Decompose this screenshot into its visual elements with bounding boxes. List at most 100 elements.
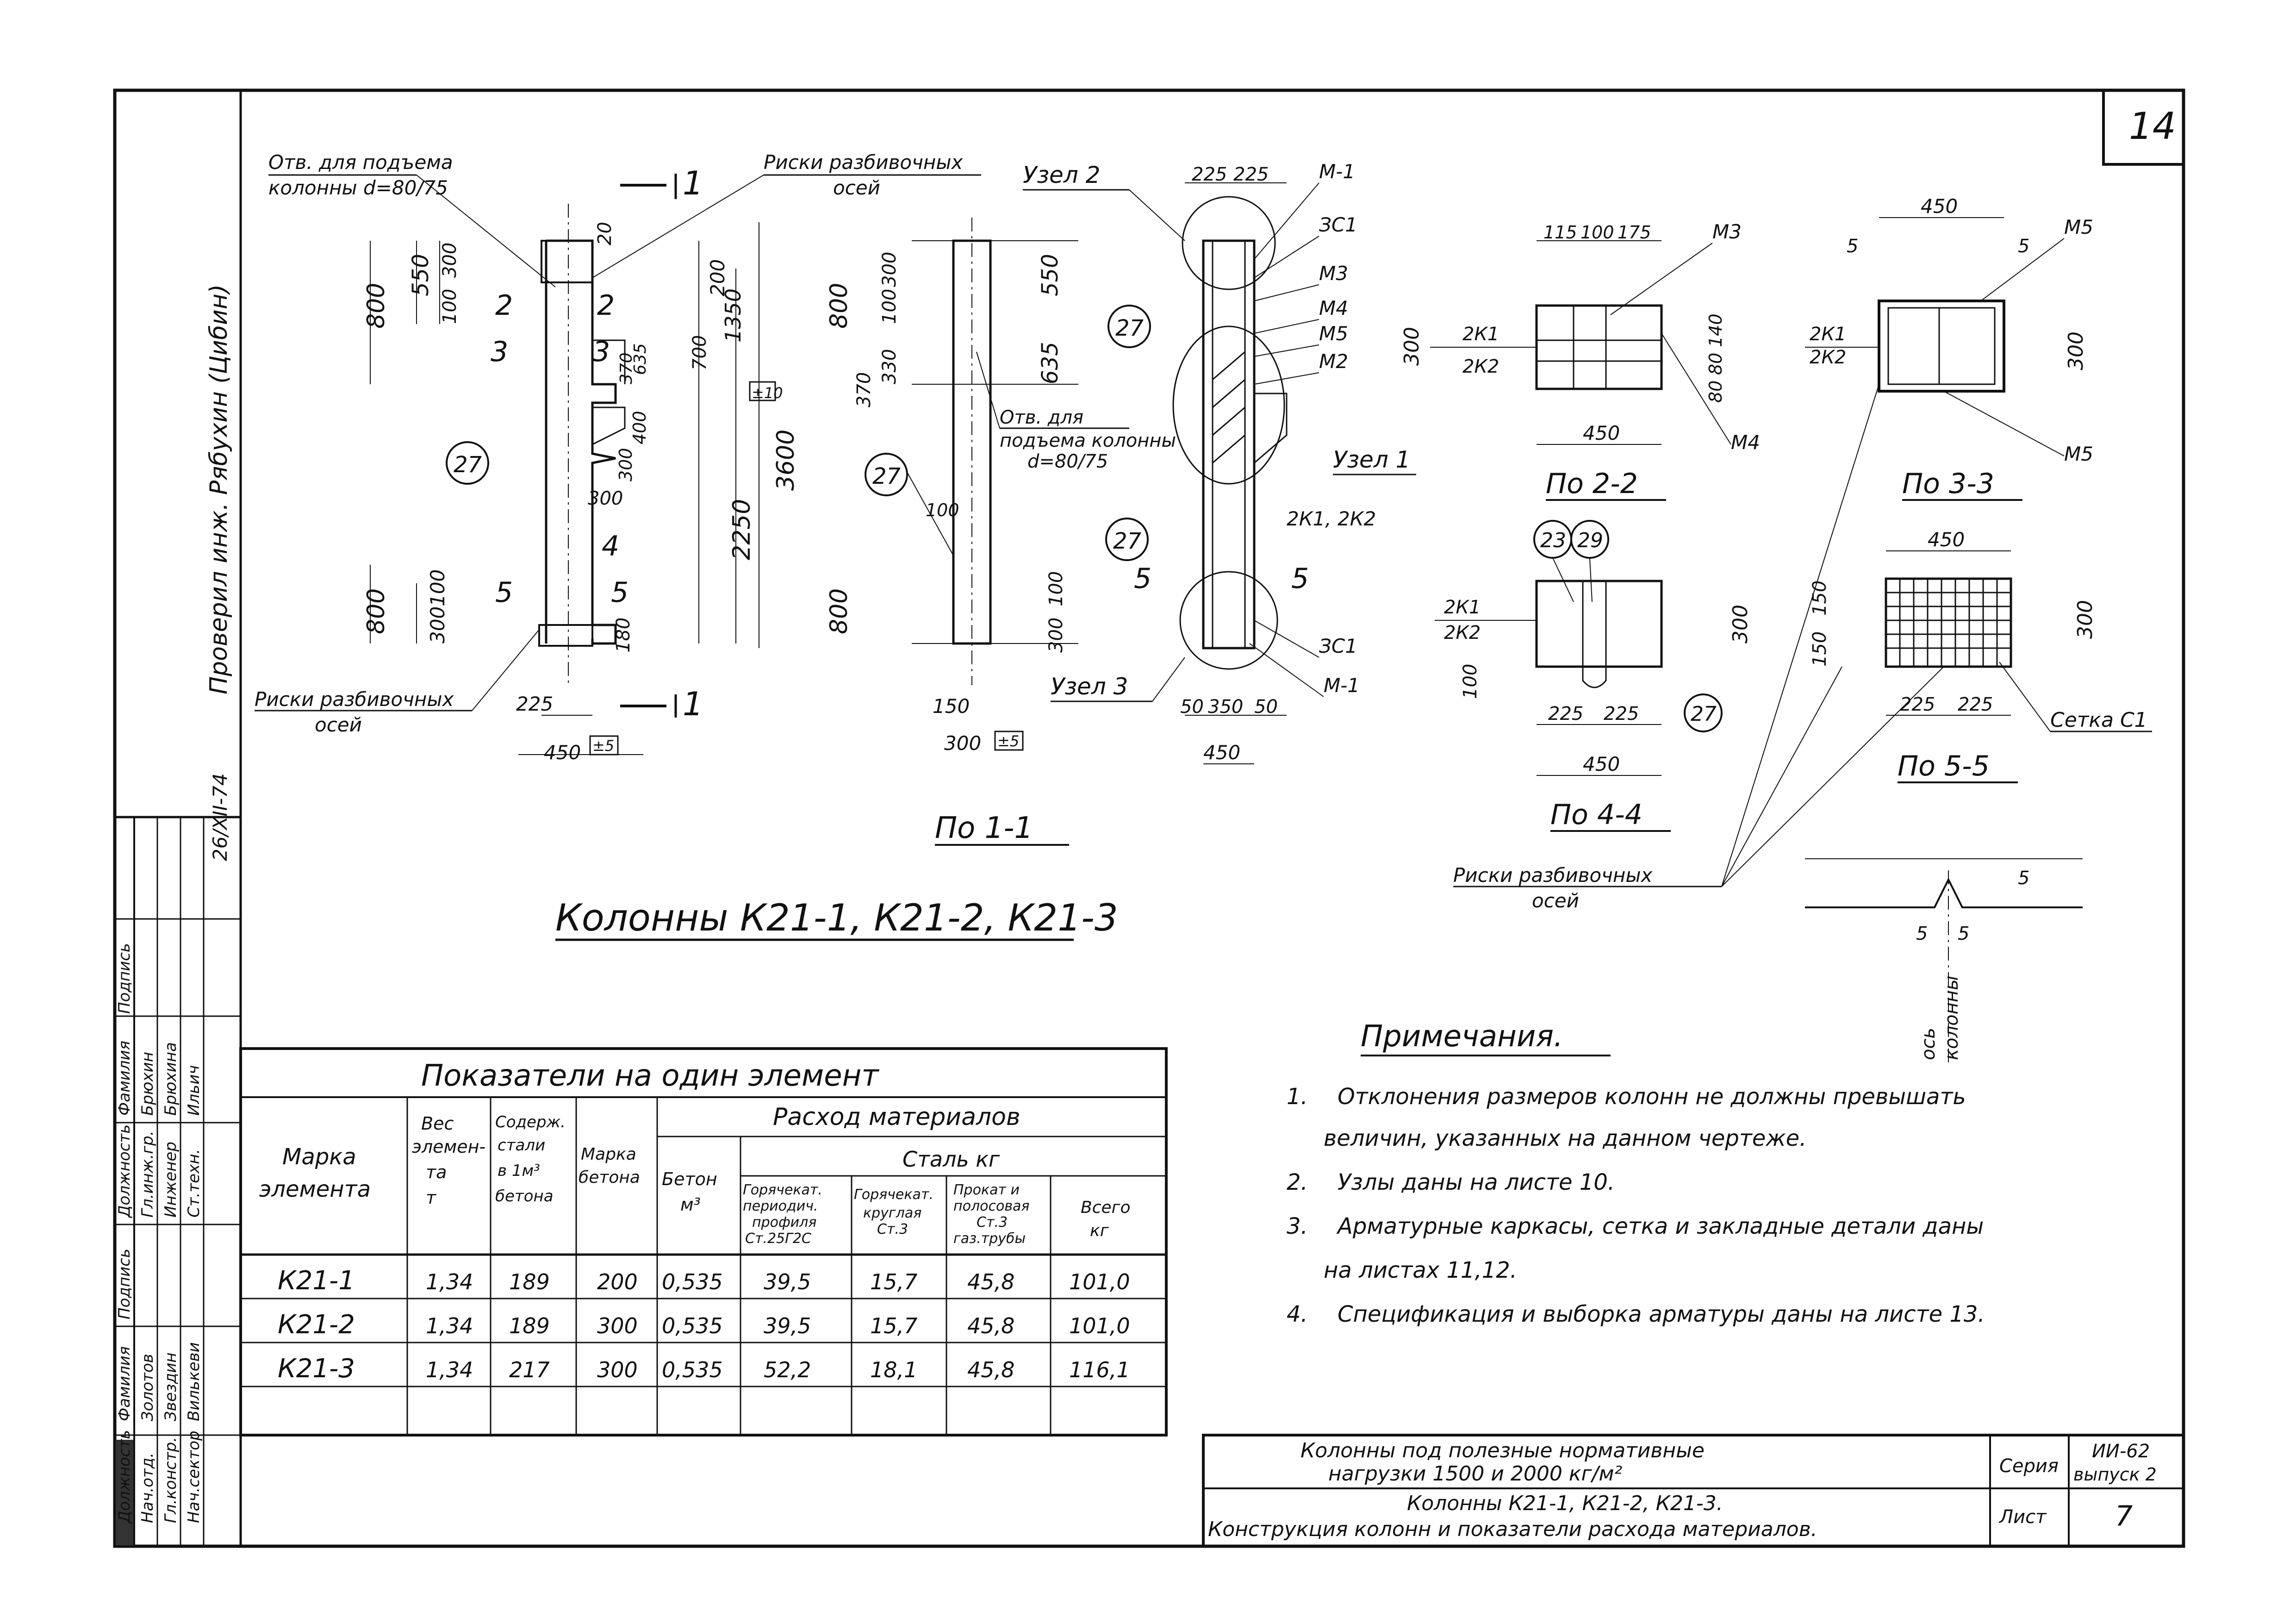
- dim: 2250: [728, 499, 756, 560]
- notes-title: Примечания.: [1361, 1019, 1563, 1054]
- dim: 5: [2018, 868, 2029, 889]
- tolerance-5: ±5: [592, 737, 614, 755]
- label-2k1-2k2: 2К1, 2К2: [1287, 507, 1376, 530]
- mesh-grid: [1886, 579, 2011, 667]
- dim: 5: [1916, 923, 1928, 944]
- label-marks-top-2: осей: [833, 176, 880, 199]
- cell-total: 116,1: [1069, 1357, 1130, 1382]
- note-num: 3.: [1287, 1213, 1308, 1239]
- dim: 150: [933, 695, 970, 718]
- label-2k1: 2К1: [1444, 597, 1481, 618]
- page-number: 14: [2129, 105, 2176, 148]
- section-mark-2-left: 2: [495, 289, 513, 322]
- callout-27: 27: [872, 463, 901, 489]
- note-text: Узлы даны на листе 10.: [1338, 1169, 1615, 1195]
- header-weight-1: Вес: [421, 1113, 454, 1134]
- cell-grade: 300: [597, 1313, 638, 1338]
- dim: 450: [544, 741, 581, 764]
- dim: 635: [1037, 342, 1063, 384]
- label-2k2: 2К2: [1462, 356, 1499, 377]
- cell-round: 15,7: [870, 1269, 917, 1294]
- header-periodic-1: Горячекат.: [743, 1182, 822, 1198]
- header-weight-2: элемен-: [412, 1137, 485, 1157]
- dim: 800: [362, 588, 390, 634]
- note-text: на листах 11,12.: [1324, 1257, 1517, 1283]
- dim: 100: [439, 289, 460, 324]
- checked-by-stamp: Проверил инж. Рябухин (Цибин): [205, 284, 233, 694]
- dim: 800: [362, 283, 390, 329]
- label-marks-2: осей: [1532, 889, 1579, 912]
- label-m4: М4: [1731, 431, 1760, 454]
- stamp-header-5: Фамилия: [115, 1041, 134, 1116]
- note-text: Спецификация и выборка арматуры даны на …: [1338, 1301, 1985, 1327]
- cell-periodic: 39,5: [764, 1313, 811, 1338]
- title-line-1: Колонны под полезные нормативные: [1300, 1439, 1705, 1462]
- callout-27: 27: [1691, 702, 1717, 726]
- table-row: К21-3 1,34 217 300 0,535 52,2 18,1 45,8 …: [278, 1354, 1130, 1384]
- dim: 3600: [772, 430, 800, 491]
- note-num: 1.: [1287, 1084, 1308, 1110]
- section-mark-2-right: 2: [597, 289, 615, 322]
- dim: 400: [629, 411, 650, 444]
- section-1-1: Узел 2 Узел 1 Узел 3 225 225 50 350 50 4…: [935, 160, 1416, 846]
- callout-29: 29: [1577, 529, 1603, 552]
- dim: 150: [1809, 581, 1830, 616]
- series-label: Серия: [1999, 1455, 2059, 1477]
- stamp-header-1: Должность: [115, 1430, 134, 1524]
- dim: 225: [1548, 703, 1583, 725]
- dim: 550: [1037, 254, 1063, 296]
- header-steel-content-3: в 1м³: [498, 1162, 540, 1180]
- label-m4: М4: [1319, 297, 1348, 319]
- stamp-cell: Ст.техн.: [185, 1149, 203, 1218]
- section-mark-5-right: 5: [611, 576, 628, 609]
- elevation-view: 1 1 2 2 3 3 4 5 5 800 550 100 300 20 200…: [255, 151, 981, 764]
- dim: 225: [1604, 703, 1639, 725]
- title-block: Колонны под полезные нормативные нагрузк…: [1202, 1434, 2185, 1548]
- series-value-1: ИИ-62: [2092, 1441, 2150, 1462]
- notes: Примечания. 1. Отклонения размеров колон…: [1287, 1019, 1985, 1327]
- cell-rolled: 45,8: [967, 1313, 1014, 1338]
- section-1-1-title: По 1-1: [935, 811, 1033, 845]
- dim: 200: [706, 259, 729, 296]
- section-5-5-title: По 5-5: [1898, 750, 1990, 782]
- dim: 100: [1460, 664, 1481, 699]
- dim: 800: [825, 283, 853, 329]
- cell-mark: К21-3: [278, 1354, 355, 1384]
- note-text: Отклонения размеров колонн не должны пре…: [1338, 1084, 1966, 1110]
- cell-periodic: 39,5: [764, 1269, 811, 1294]
- cell-steel-content: 189: [509, 1313, 550, 1338]
- dim: 5: [1958, 923, 1969, 944]
- label-2k1: 2К1: [1462, 324, 1499, 345]
- stamp-cell: Брюхина: [162, 1042, 180, 1116]
- stamp-cell: Инженер: [162, 1142, 180, 1218]
- dim: 450: [1921, 195, 1958, 218]
- header-grade-1: Марка: [581, 1145, 636, 1164]
- indicators-table: Показатели на один элемент Марка элемент…: [239, 1047, 1168, 1437]
- callout-23: 23: [1540, 529, 1566, 552]
- note-text: Арматурные каркасы, сетка и закладные де…: [1336, 1213, 1984, 1239]
- label-2k2: 2К2: [1810, 347, 1846, 368]
- tolerance-10: ±10: [752, 384, 783, 402]
- node-3-label: Узел 3: [1051, 673, 1128, 700]
- stamp-cell: Звездин: [162, 1352, 180, 1421]
- label-zs1: ЗС1: [1319, 213, 1357, 236]
- dim: 5: [2018, 236, 2029, 257]
- cell-periodic: 52,2: [764, 1357, 811, 1382]
- note-num: 4.: [1287, 1301, 1308, 1327]
- stamp-cell: Гл.констр.: [162, 1437, 180, 1523]
- header-consumption: Расход материалов: [773, 1103, 1020, 1131]
- header-steel-content-1: Содерж.: [495, 1113, 566, 1131]
- dim: 80: [1705, 381, 1726, 403]
- section-4-4: 225 225 450 300 100 2К1 2К2 23 29 27 По …: [1435, 384, 1944, 912]
- sheet-frame: 14: [113, 88, 2185, 1548]
- dim: 300: [2064, 331, 2088, 370]
- dim: 225: [1192, 164, 1227, 185]
- dim: 100: [1580, 222, 1614, 243]
- dim: 370: [853, 372, 875, 407]
- dim: 1350: [721, 288, 746, 343]
- title-line-3: Колонны К21-1, К21-2, К21-3.: [1407, 1492, 1723, 1515]
- dim: 80: [1705, 353, 1726, 375]
- section-mark-5-left: 5: [1134, 562, 1151, 595]
- dim: 350: [1208, 696, 1243, 718]
